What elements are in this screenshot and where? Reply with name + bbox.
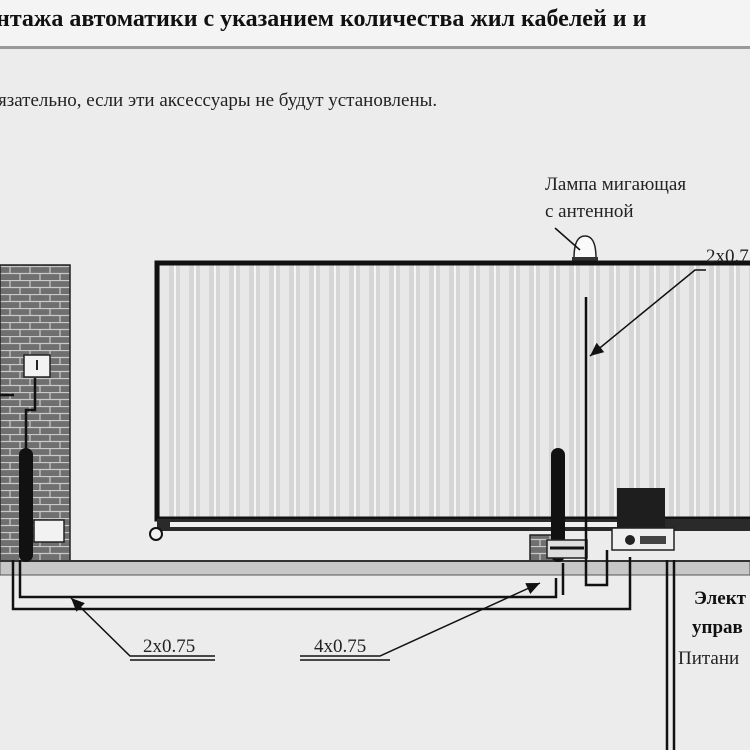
cable-runs bbox=[0, 297, 676, 750]
lamp-label-line1: Лампа мигающая bbox=[545, 174, 687, 195]
left-brick-pillar bbox=[0, 264, 71, 564]
cable-label-left: 2x0.75 bbox=[143, 636, 196, 657]
page-title: нтажа автоматики с указанием количества … bbox=[0, 6, 647, 32]
title-bar bbox=[0, 0, 750, 47]
title-divider bbox=[0, 46, 750, 49]
cable-label-lamp: 2x0.7 bbox=[706, 246, 749, 267]
photocell-post-left bbox=[19, 448, 33, 562]
sliding-gate bbox=[154, 260, 750, 522]
leader-lamp bbox=[589, 269, 706, 357]
note-text: язательно, если эти аксессуары не будут … bbox=[0, 90, 438, 111]
cable-label-middle: 4x0.75 bbox=[314, 636, 367, 657]
lamp-label-line2: с антенной bbox=[545, 201, 634, 222]
key-switch bbox=[33, 519, 65, 543]
control-box-label-line1: Элект bbox=[694, 588, 747, 609]
drive-motor bbox=[617, 488, 665, 530]
ground-strip bbox=[0, 560, 750, 576]
power-label: Питани bbox=[678, 648, 740, 669]
leader-middle bbox=[300, 582, 541, 657]
leader-left bbox=[70, 597, 215, 657]
gate-roller bbox=[149, 527, 163, 541]
control-box-label-line2: управ bbox=[692, 617, 743, 638]
photocell-post-right bbox=[551, 448, 565, 562]
